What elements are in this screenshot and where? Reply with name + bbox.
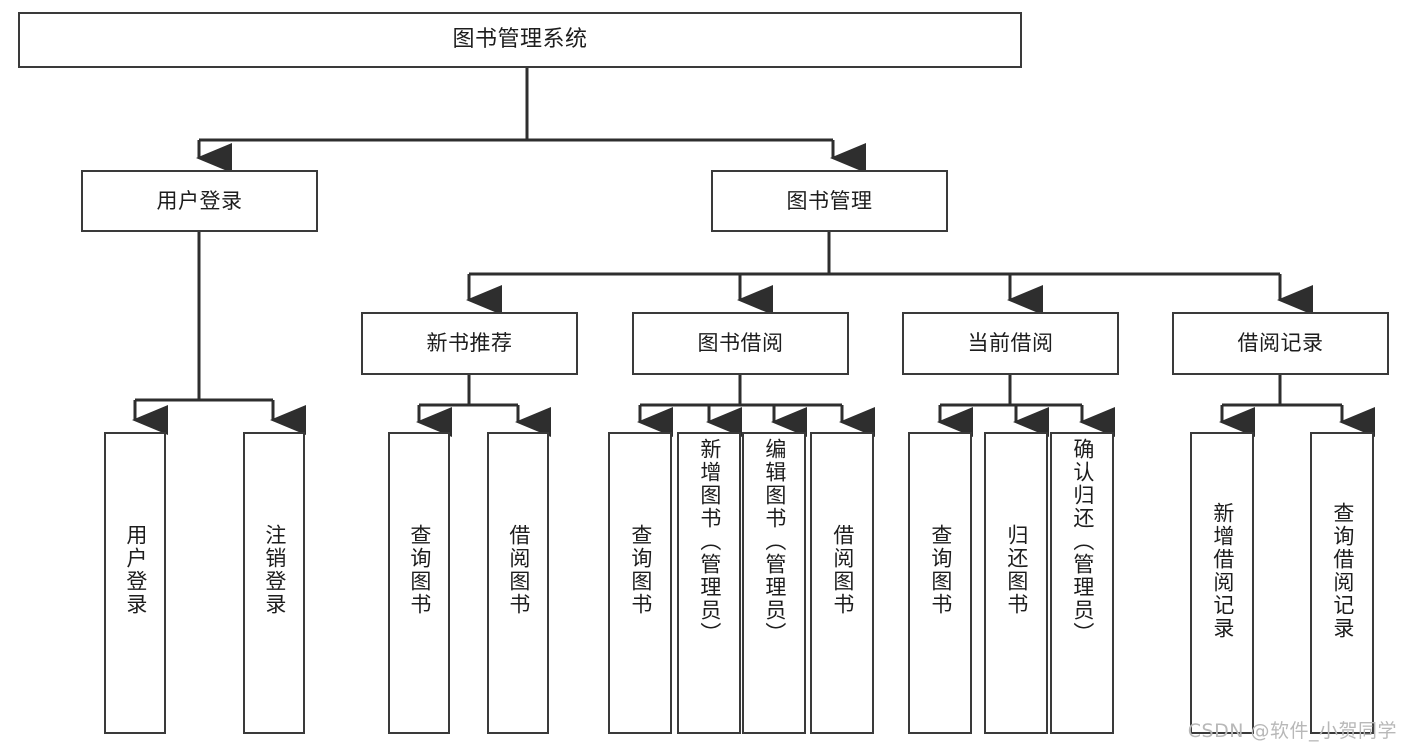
node-level3-0-label: 新书推荐 <box>426 331 513 356</box>
node-root-label: 图书管理系统 <box>452 27 588 53</box>
node-leaf-5[interactable]: 新增图书（管理员） <box>677 432 741 734</box>
node-leaf-4[interactable]: 查询图书 <box>608 432 672 734</box>
node-level2-0[interactable]: 用户登录 <box>81 170 318 232</box>
node-leaf-8[interactable]: 查询图书 <box>908 432 972 734</box>
node-level3-3-label: 借阅记录 <box>1237 331 1324 356</box>
node-level2-1[interactable]: 图书管理 <box>711 170 948 232</box>
node-level3-2-label: 当前借阅 <box>967 331 1054 356</box>
node-leaf-6-label: 编辑图书（管理员） <box>762 438 787 645</box>
node-level3-1[interactable]: 图书借阅 <box>632 312 849 375</box>
node-level2-1-label: 图书管理 <box>786 188 873 213</box>
node-leaf-1-label: 注销登录 <box>262 524 287 616</box>
node-leaf-7-label: 借阅图书 <box>830 524 855 616</box>
node-leaf-5-label: 新增图书（管理员） <box>697 438 722 645</box>
node-leaf-1[interactable]: 注销登录 <box>243 432 305 734</box>
node-level3-0[interactable]: 新书推荐 <box>361 312 578 375</box>
node-leaf-12[interactable]: 查询借阅记录 <box>1310 432 1374 734</box>
node-leaf-0[interactable]: 用户登录 <box>104 432 166 734</box>
node-leaf-10-label: 确认归还（管理员） <box>1070 438 1095 645</box>
node-leaf-2-label: 查询图书 <box>407 524 432 616</box>
node-leaf-3-label: 借阅图书 <box>506 524 531 616</box>
node-leaf-7[interactable]: 借阅图书 <box>810 432 874 734</box>
csdn-watermark: CSDN @软件_小贺同学 <box>1187 720 1397 742</box>
node-level3-3[interactable]: 借阅记录 <box>1172 312 1389 375</box>
node-leaf-4-label: 查询图书 <box>628 524 653 616</box>
node-leaf-2[interactable]: 查询图书 <box>388 432 450 734</box>
node-leaf-0-label: 用户登录 <box>123 524 148 616</box>
node-root[interactable]: 图书管理系统 <box>18 12 1022 68</box>
node-leaf-8-label: 查询图书 <box>928 524 953 616</box>
node-leaf-11-label: 新增借阅记录 <box>1210 502 1235 640</box>
node-leaf-6[interactable]: 编辑图书（管理员） <box>742 432 806 734</box>
node-leaf-10[interactable]: 确认归还（管理员） <box>1050 432 1114 734</box>
node-level2-0-label: 用户登录 <box>156 188 243 213</box>
node-leaf-12-label: 查询借阅记录 <box>1330 502 1355 640</box>
node-leaf-11[interactable]: 新增借阅记录 <box>1190 432 1254 734</box>
node-leaf-3[interactable]: 借阅图书 <box>487 432 549 734</box>
node-leaf-9[interactable]: 归还图书 <box>984 432 1048 734</box>
node-leaf-9-label: 归还图书 <box>1004 524 1029 616</box>
node-level3-1-label: 图书借阅 <box>697 331 784 356</box>
node-level3-2[interactable]: 当前借阅 <box>902 312 1119 375</box>
